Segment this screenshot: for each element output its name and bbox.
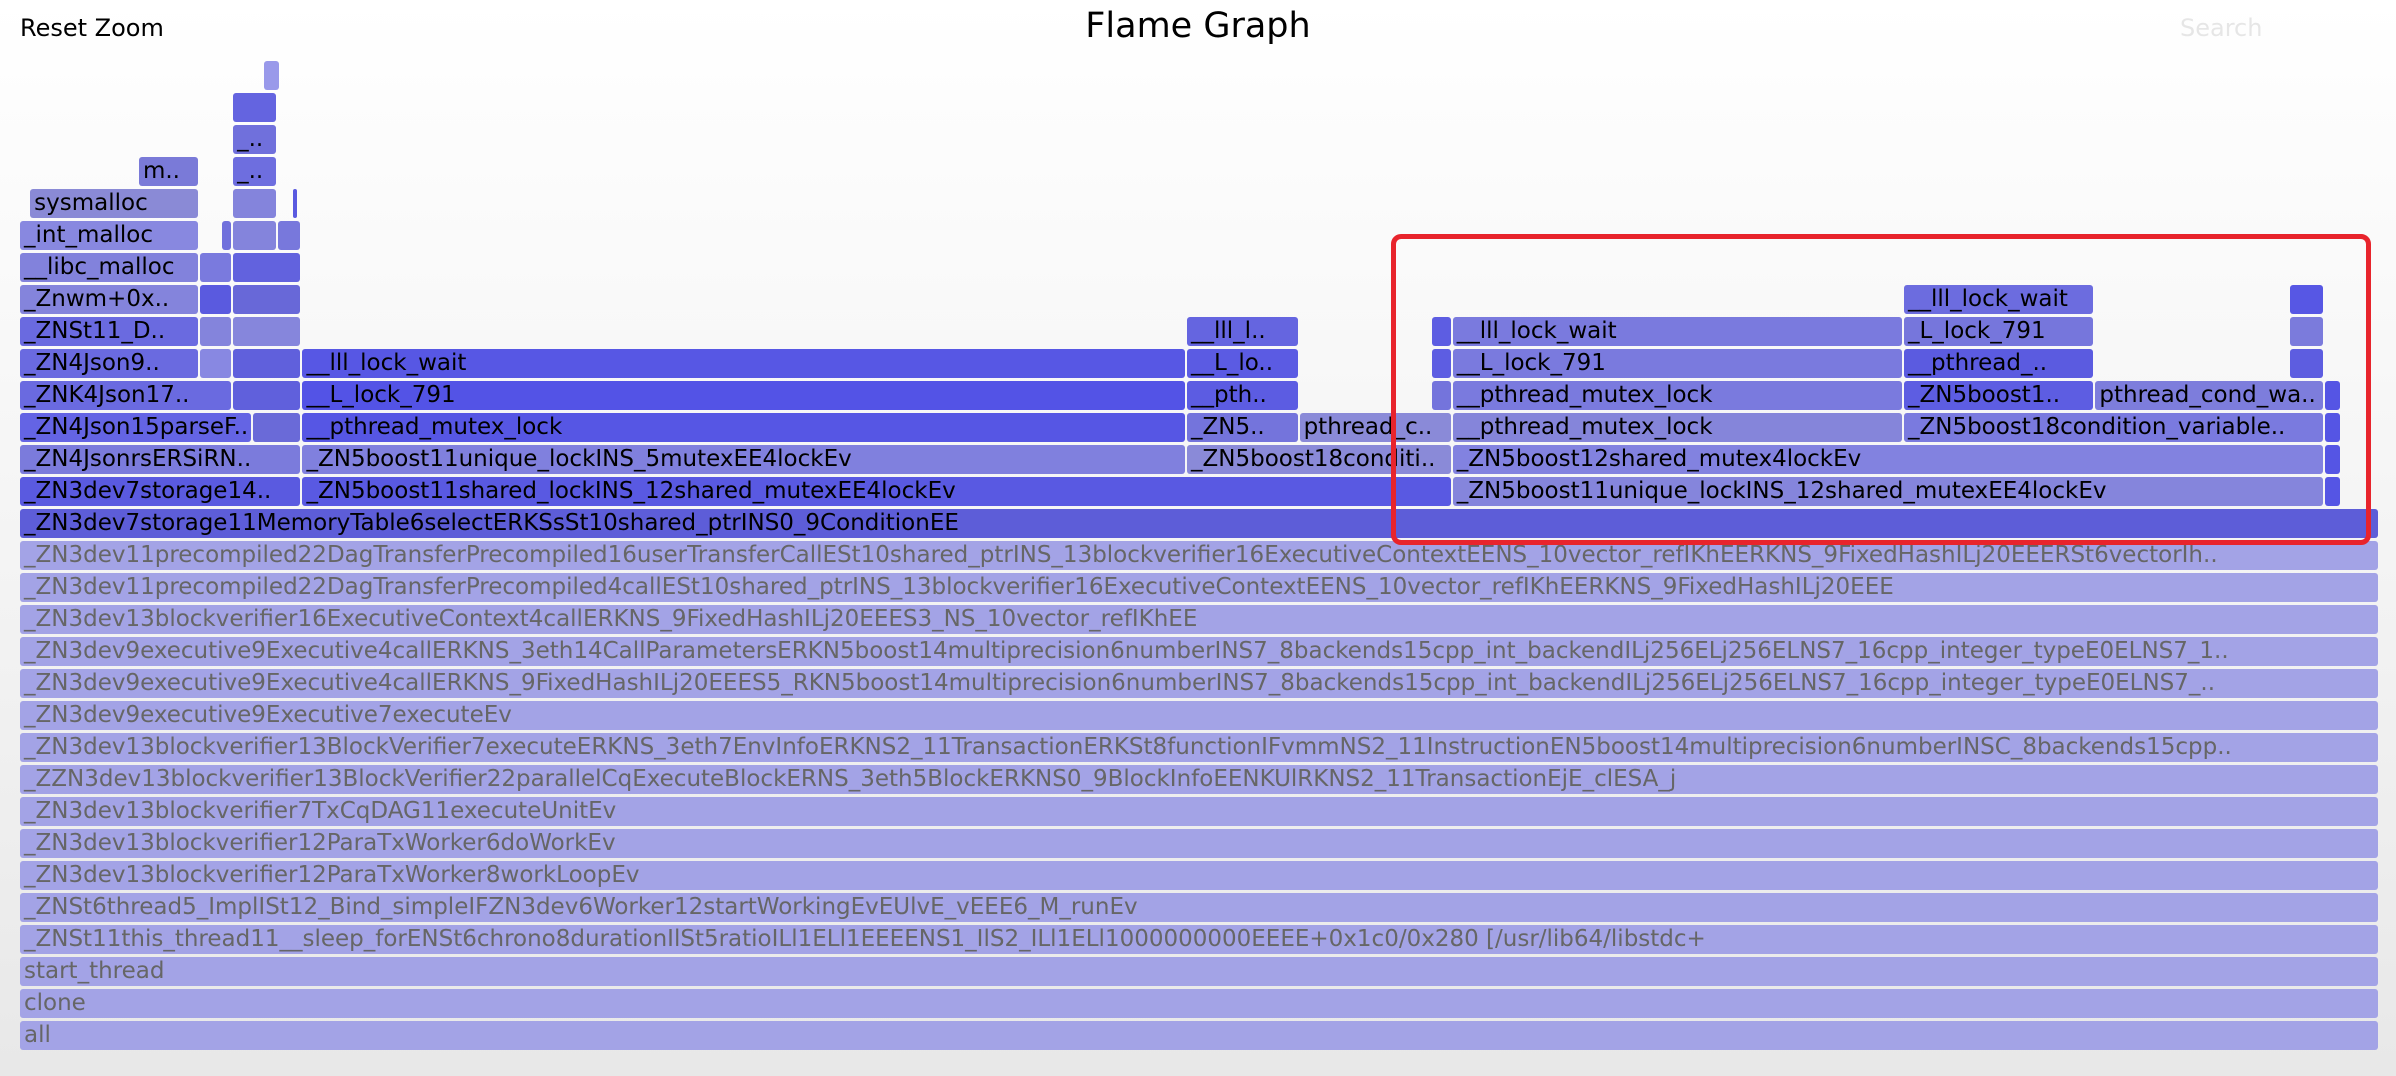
flame-frame[interactable]: __lll_lock_wait	[1903, 285, 2094, 314]
flame-frame[interactable]	[1431, 381, 1451, 410]
flame-frame[interactable]: _ZN5boost11unique_lockINS_12shared_mutex…	[1452, 477, 2323, 506]
flame-frame[interactable]: __lll_lock_wait	[302, 349, 1185, 378]
flame-frame[interactable]: __L_lock_791	[302, 381, 1185, 410]
flame-frame[interactable]	[277, 221, 301, 250]
flame-frame[interactable]	[233, 221, 276, 250]
flame-frame[interactable]: m..	[138, 157, 198, 186]
flame-frame[interactable]: _ZN5boost1..	[1903, 381, 2094, 410]
flame-frame[interactable]: _ZN5boost18conditi..	[1187, 445, 1451, 474]
flame-frame[interactable]	[253, 413, 301, 442]
flame-frame[interactable]: _ZN3dev13blockverifier12ParaTxWorker8wor…	[20, 861, 2378, 890]
flame-frame[interactable]	[199, 285, 232, 314]
flame-frame[interactable]: _ZN3dev11precompiled22DagTransferPrecomp…	[20, 541, 2378, 570]
flame-frame[interactable]	[199, 317, 232, 346]
flame-frame[interactable]	[233, 189, 276, 218]
flame-frame[interactable]: _ZN3dev9executive9Executive7executeEv	[20, 701, 2378, 730]
flame-frame[interactable]	[199, 349, 232, 378]
flame-frame[interactable]	[233, 381, 301, 410]
flame-frame[interactable]	[1431, 349, 1451, 378]
flame-frame[interactable]	[292, 189, 297, 218]
flame-frame[interactable]: _ZN5boost18condition_variable..	[1903, 413, 2323, 442]
flame-frame[interactable]: __pth..	[1187, 381, 1298, 410]
page-title: Flame Graph	[1085, 6, 1311, 46]
flame-frame[interactable]: _..	[233, 125, 276, 154]
flame-frame[interactable]: _L_lock_791	[1903, 317, 2094, 346]
reset-zoom-button[interactable]: Reset Zoom	[20, 14, 164, 42]
flame-frame[interactable]: __pthread_mutex_lock	[1452, 413, 1902, 442]
flame-frame[interactable]: __pthread_mutex_lock	[302, 413, 1185, 442]
flame-frame[interactable]: __pthread_mutex_lock	[1452, 381, 1902, 410]
flame-frame[interactable]	[233, 285, 301, 314]
flame-frame[interactable]: _ZN3dev13blockverifier16ExecutiveContext…	[20, 605, 2378, 634]
flame-frame[interactable]: _ZN4Json9..	[20, 349, 198, 378]
search-button[interactable]: Search	[2180, 14, 2263, 42]
flame-frame[interactable]: _ZN5..	[1187, 413, 1298, 442]
flame-frame[interactable]	[222, 221, 232, 250]
flame-frame[interactable]: _ZN3dev13blockverifier7TxCqDAG11executeU…	[20, 797, 2378, 826]
flame-frame[interactable]: __libc_malloc	[20, 253, 198, 282]
flame-frame[interactable]: __lll_l..	[1187, 317, 1298, 346]
flame-frame[interactable]: _ZN4JsonrsERSiRN..	[20, 445, 301, 474]
flame-frame[interactable]	[2325, 477, 2340, 506]
flame-frame[interactable]	[264, 61, 280, 90]
flame-frame[interactable]: start_thread	[20, 957, 2378, 986]
flame-frame[interactable]: __L_lock_791	[1452, 349, 1902, 378]
flame-frame[interactable]: _ZNSt6thread5_ImplISt12_Bind_simpleIFZN3…	[20, 893, 2378, 922]
flame-frame[interactable]: _ZNK4Json17..	[20, 381, 232, 410]
flame-frame[interactable]: _int_malloc	[20, 221, 198, 250]
flame-frame[interactable]: _..	[233, 157, 276, 186]
flame-frame[interactable]	[2325, 381, 2340, 410]
flame-frame[interactable]: _ZZN3dev13blockverifier13BlockVerifier22…	[20, 765, 2378, 794]
flame-frame[interactable]: __L_lo..	[1187, 349, 1298, 378]
flame-frame[interactable]: _Znwm+0x..	[20, 285, 198, 314]
flame-frame[interactable]	[2289, 317, 2323, 346]
flame-frame[interactable]: _ZN5boost11shared_lockINS_12shared_mutex…	[302, 477, 1451, 506]
flame-frame[interactable]: clone	[20, 989, 2378, 1018]
flame-frame[interactable]: _ZN3dev13blockverifier13BlockVerifier7ex…	[20, 733, 2378, 762]
flame-frame[interactable]: _ZN3dev9executive9Executive4callERKNS_9F…	[20, 669, 2378, 698]
flame-frame[interactable]	[233, 253, 301, 282]
flame-frame[interactable]	[2289, 285, 2323, 314]
flame-frame[interactable]	[233, 317, 301, 346]
flame-frame[interactable]	[233, 93, 276, 122]
flame-frame[interactable]: _ZN5boost11unique_lockINS_5mutexEE4lockE…	[302, 445, 1185, 474]
flame-frame[interactable]: _ZN5boost12shared_mutex4lockEv	[1452, 445, 2323, 474]
flame-frame[interactable]	[2289, 349, 2323, 378]
flame-frame[interactable]: _ZN3dev7storage11MemoryTable6selectERKSs…	[20, 509, 2378, 538]
flame-frame[interactable]: all	[20, 1021, 2378, 1050]
flame-frame[interactable]	[233, 349, 301, 378]
flame-frame[interactable]: __pthread_..	[1903, 349, 2094, 378]
flame-frame[interactable]: _ZN3dev7storage14..	[20, 477, 301, 506]
flame-frame[interactable]	[2325, 413, 2340, 442]
flame-frame[interactable]	[1431, 317, 1451, 346]
flame-frame[interactable]: _ZN3dev13blockverifier12ParaTxWorker6doW…	[20, 829, 2378, 858]
flame-frame[interactable]: __lll_lock_wait	[1452, 317, 1902, 346]
flame-frame[interactable]	[199, 253, 232, 282]
flame-frame[interactable]: _ZNSt11this_thread11__sleep_forENSt6chro…	[20, 925, 2378, 954]
flame-frame[interactable]: pthread_c..	[1299, 413, 1451, 442]
flame-frame[interactable]: _ZN3dev11precompiled22DagTransferPrecomp…	[20, 573, 2378, 602]
flame-frame[interactable]: _ZNSt11_D..	[20, 317, 198, 346]
flame-frame[interactable]: sysmalloc	[30, 189, 198, 218]
flame-frame[interactable]: pthread_cond_wa..	[2095, 381, 2323, 410]
flame-frame[interactable]: _ZN3dev9executive9Executive4callERKNS_3e…	[20, 637, 2378, 666]
flame-frame[interactable]	[2325, 445, 2340, 474]
flame-frame[interactable]: _ZN4Json15parseF..	[20, 413, 252, 442]
